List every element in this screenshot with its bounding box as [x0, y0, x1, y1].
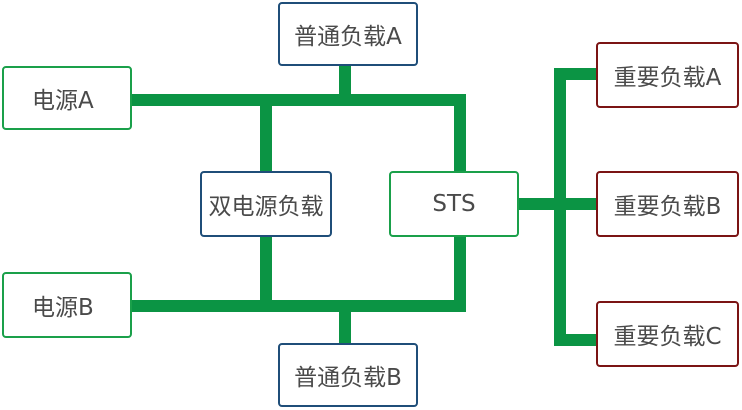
dual-power-load: 双电源负载	[200, 171, 332, 237]
power-source-a: 电源A	[2, 66, 132, 130]
power-source-b: 电源B	[2, 272, 132, 338]
normal-load-a: 普通负载A	[278, 2, 418, 66]
critical-load-a: 重要负载A	[596, 42, 739, 108]
normal-load-b: 普通负载B	[278, 343, 418, 407]
critical-load-c: 重要负载C	[596, 301, 739, 367]
sts-switch: STS	[389, 171, 519, 237]
critical-load-b: 重要负载B	[596, 171, 739, 237]
